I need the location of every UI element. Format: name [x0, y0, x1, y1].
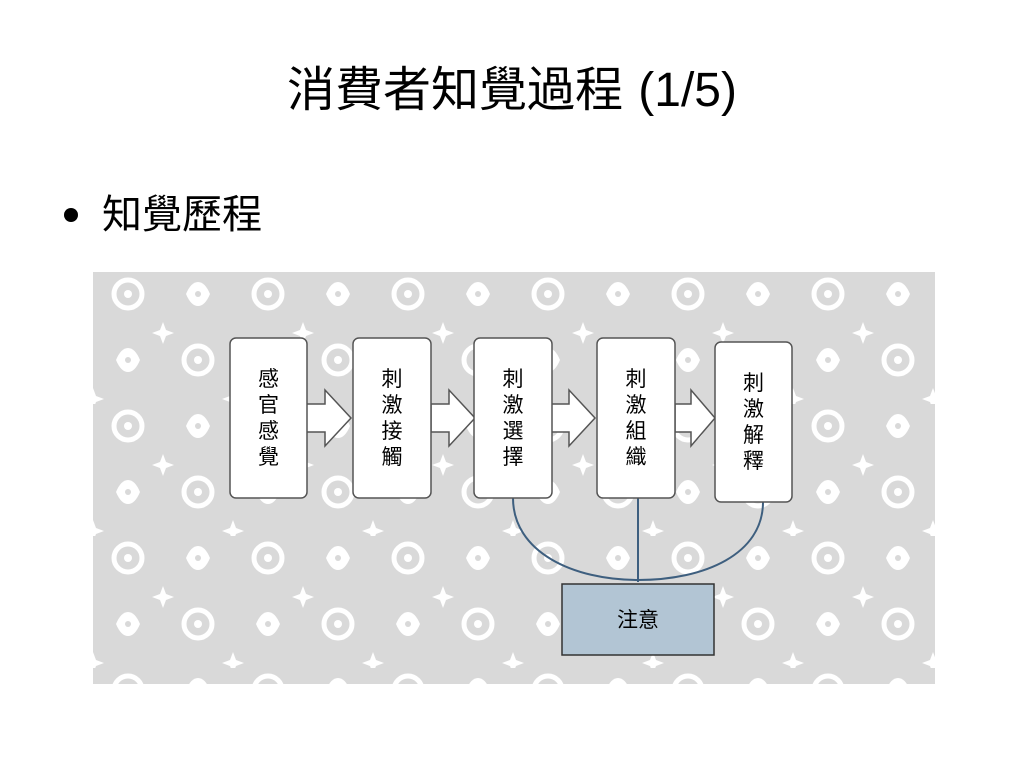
connector-selection-attention [512, 497, 639, 581]
step-box-frame [596, 337, 676, 499]
step-box-frame [352, 337, 432, 499]
diagram-canvas: 感官感覺 刺激接觸 刺激選擇 刺激組織 刺激解釋 注意 [93, 272, 935, 684]
step-box: 刺激解釋 [714, 341, 793, 503]
attention-label: 注意 [617, 608, 659, 632]
perception-process-diagram: 感官感覺 刺激接觸 刺激選擇 刺激組織 刺激解釋 注意 [93, 272, 935, 684]
step-box-frame [473, 337, 553, 499]
bullet-dot-icon [64, 208, 78, 222]
arrow-icon [550, 388, 597, 448]
step-box: 感官感覺 [229, 337, 308, 499]
arrow-icon [674, 387, 716, 449]
attention-connectors [512, 497, 764, 582]
arrow-icon [304, 388, 353, 448]
step-label: 刺激選擇 [503, 367, 524, 469]
bullet-list: 知覺歷程 [56, 188, 262, 242]
step-boxes: 感官感覺 刺激接觸 刺激選擇 刺激組織 刺激解釋 [229, 337, 793, 503]
connector-interpretation-attention [637, 501, 764, 581]
attention-box: 注意 [561, 583, 715, 656]
flow-arrows [304, 387, 716, 449]
slide-title-main: 消費者知覺過程 [287, 62, 624, 118]
slide-title: 消費者知覺過程 (1/5) [0, 58, 1024, 123]
slide-title-page: (1/5) [638, 64, 737, 117]
step-box: 刺激接觸 [352, 337, 432, 499]
step-label: 刺激解釋 [743, 371, 764, 473]
arrow-icon [430, 388, 477, 448]
step-label: 刺激接觸 [382, 367, 403, 469]
attention-box-frame [561, 583, 715, 656]
step-box: 刺激選擇 [473, 337, 553, 499]
bullet-item: 知覺歷程 [56, 188, 262, 242]
bullet-text: 知覺歷程 [102, 192, 262, 238]
step-box-frame [714, 341, 793, 503]
step-box: 刺激組織 [596, 337, 676, 499]
step-box-frame [229, 337, 308, 499]
step-label: 感官感覺 [258, 367, 279, 469]
step-label: 刺激組織 [626, 367, 647, 469]
